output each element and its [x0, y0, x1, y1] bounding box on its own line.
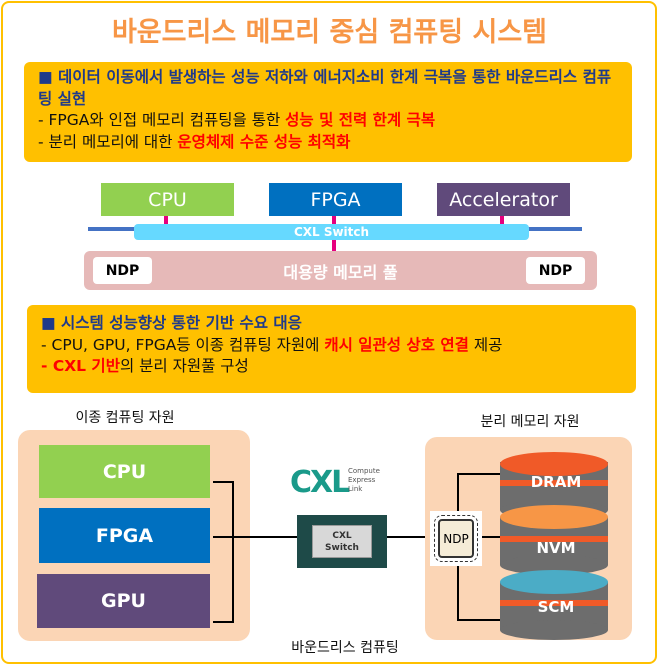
- summary-box-2: ■ 시스템 성능향상 통한 기반 수요 대응 - CPU, GPU, FPGA등…: [27, 305, 636, 393]
- cxl-switch-chip: CXL Switch: [297, 515, 387, 568]
- text: 제공: [468, 335, 503, 354]
- wire: [457, 473, 502, 475]
- text: - 분리 메모리에 대한: [38, 132, 178, 151]
- cxl-logo-text: CXL: [290, 465, 350, 500]
- box1-item-2: - 분리 메모리에 대한 운영체제 수준 성능 최적화: [38, 132, 618, 154]
- cpu-resource: CPU: [39, 445, 210, 498]
- wire: [213, 621, 234, 623]
- highlight: 캐시 일관성 상호 연결: [324, 335, 469, 354]
- wire: [232, 481, 234, 623]
- nvm-label: NVM: [536, 539, 576, 557]
- highlight: 운영체제 수준 성능 최적화: [177, 132, 351, 151]
- box2-item-1: - CPU, GPU, FPGA등 이종 컴퓨팅 자원에 캐시 일관성 상호 연…: [41, 335, 622, 357]
- box2-item-2: - CXL 기반의 분리 자원풀 구성: [41, 356, 622, 378]
- memory-pool: 대용량 메모리 풀: [84, 251, 597, 290]
- wire: [482, 536, 502, 538]
- fpga-resource: FPGA: [39, 508, 210, 563]
- text: - CPU, GPU, FPGA등 이종 컴퓨팅 자원에: [41, 335, 325, 354]
- ndp-chip-label: NDP: [434, 515, 478, 562]
- connector: [500, 216, 504, 226]
- wire: [213, 536, 298, 538]
- wire: [387, 536, 432, 538]
- fpga-block: FPGA: [269, 183, 402, 216]
- disaggregated-label: 분리 메모리 자원: [480, 414, 580, 430]
- heterogeneous-label: 이종 컴퓨팅 자원: [75, 410, 175, 426]
- caption: 바운드리스 컴퓨팅: [291, 640, 399, 656]
- highlight: - CXL 기반: [41, 357, 120, 375]
- page-title: 바운드리스 메모리 중심 컴퓨팅 시스템: [111, 17, 548, 48]
- scm-cylinder: [500, 570, 608, 640]
- accelerator-block: Accelerator: [437, 183, 570, 216]
- ndp-left: NDP: [93, 257, 152, 284]
- connector: [164, 216, 168, 226]
- logo-word: Express: [348, 476, 376, 484]
- ndp-chip: NDP: [430, 511, 482, 566]
- text: 의 분리 자원풀 구성: [119, 357, 249, 375]
- box1-item-1: - FPGA와 인접 메모리 컴퓨팅을 통한 성능 및 전력 한계 극복: [38, 110, 618, 132]
- memory-stack: [500, 452, 608, 640]
- chip-text: CXL: [332, 531, 352, 541]
- chip-text: Switch: [325, 543, 359, 553]
- box1-heading: ■ 데이터 이동에서 발생하는 성능 저하와 에너지소비 한계 극복을 통한 바…: [38, 68, 612, 108]
- cpu-block: CPU: [101, 183, 234, 216]
- highlight: 성능 및 전력 한계 극복: [285, 111, 436, 129]
- chip-label: CXL Switch: [312, 525, 372, 558]
- cxl-switch-bar: CXL Switch: [134, 224, 529, 240]
- dram-label: DRAM: [530, 473, 582, 491]
- wire: [457, 619, 502, 621]
- gpu-resource: GPU: [37, 574, 210, 628]
- summary-box-1: ■ 데이터 이동에서 발생하는 성능 저하와 에너지소비 한계 극복을 통한 바…: [24, 62, 632, 162]
- box2-heading: ■ 시스템 성능향상 통한 기반 수요 대응: [41, 314, 302, 332]
- logo-word: Link: [348, 485, 363, 493]
- nvm-cylinder: [500, 505, 608, 575]
- ndp-right: NDP: [526, 257, 585, 284]
- connector: [332, 216, 336, 226]
- connector: [332, 240, 336, 251]
- wire: [213, 481, 234, 483]
- logo-word: Compute: [348, 467, 380, 475]
- scm-label: SCM: [537, 598, 575, 616]
- text: - FPGA와 인접 메모리 컴퓨팅을 통한: [38, 111, 286, 129]
- wire: [457, 566, 459, 620]
- wire: [457, 473, 459, 513]
